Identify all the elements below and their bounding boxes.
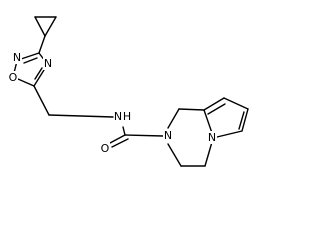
svg-text:O: O [9,71,18,84]
bond [238,111,245,130]
bond [20,52,40,60]
bonds [12,16,249,167]
bond [34,16,46,37]
svg-text:N: N [208,131,216,144]
bond [17,78,35,87]
bond [204,141,213,167]
bond [167,108,180,129]
bond [207,103,226,115]
bond [38,35,46,54]
bond [167,143,182,167]
bond [124,134,164,137]
svg-text:N: N [44,57,52,70]
atom-n-pyrrole: N [207,131,217,144]
svg-text:H: H [123,110,131,123]
bond [216,130,243,138]
svg-text:N: N [164,129,172,142]
atom-n-oxadiazole-2: N [12,51,22,64]
atom-o-carbonyl: O [100,142,110,155]
atom-n-amide: N H [114,110,132,123]
bond [111,138,129,148]
bond [109,134,126,144]
bond [203,97,225,111]
bond [33,85,50,116]
bond [33,69,45,87]
bond [203,109,213,134]
bond [23,57,38,64]
svg-text:O: O [101,142,110,155]
atom-o-oxadiazole: O [8,71,18,84]
bond [44,16,57,37]
atom-n-ring: N [163,129,173,142]
bond [178,108,205,111]
bond [48,114,114,118]
bond [241,108,249,132]
svg-text:N: N [114,110,122,123]
bond [34,67,43,80]
bond [223,97,249,110]
atom-n-oxadiazole-4: N [43,57,53,70]
atom-labels: N O N N H O N N [8,51,217,155]
molecule-structure: N O N N H O N N [8,16,249,167]
bond [122,126,126,136]
svg-text:N: N [13,51,21,64]
